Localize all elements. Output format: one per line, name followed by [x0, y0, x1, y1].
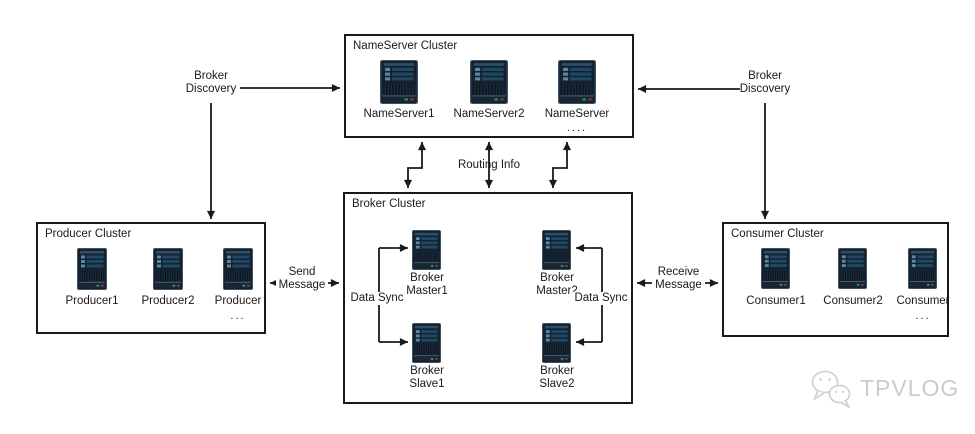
server-icon — [542, 230, 571, 270]
broker-discovery-right-label: Broker Discovery — [725, 70, 805, 96]
consumer-cluster-box: Consumer Cluster Consumer1 Consumer2 Con… — [722, 222, 950, 337]
server-icon — [761, 248, 790, 289]
broker-cluster-box: Broker Cluster Broker Master1 Broker Mas… — [343, 192, 633, 404]
server-icon — [223, 248, 253, 290]
nameserver1-label: NameServer1 — [363, 108, 435, 120]
broker-slave2-label: Broker Slave2 — [520, 365, 594, 391]
broker-cluster-title: Broker Cluster — [352, 198, 426, 210]
routing-info-label: Routing Info — [457, 159, 520, 171]
nameserver-ellipsis: .... — [566, 122, 588, 134]
server-icon — [908, 248, 937, 289]
broker-slave2-line2: Slave2 — [539, 378, 575, 390]
receive-message-line1: Receive — [657, 266, 700, 278]
send-message-label: Send Message — [276, 266, 328, 292]
server-icon — [153, 248, 183, 290]
broker-discovery-left-line1: Broker — [194, 70, 228, 82]
server-icon — [470, 60, 508, 104]
nameserver2-label: NameServer2 — [453, 108, 525, 120]
broker-master2-label: Broker Master2 — [520, 272, 594, 298]
broker-discovery-right-line2: Discovery — [739, 83, 791, 95]
data-sync-right-label: Data Sync — [572, 292, 630, 305]
broker-master2-line1: Broker — [540, 272, 574, 284]
server-icon — [77, 248, 107, 290]
broker-slave2-line1: Broker — [540, 365, 574, 377]
producer-ellipsis: ... — [230, 310, 246, 322]
producer-cluster-box: Producer Cluster Producer1 Producer2 Pro… — [36, 222, 266, 334]
wechat-bubbles-icon — [811, 370, 851, 408]
nameserver-n-label: NameServer — [544, 108, 610, 120]
arrow-routing-info-right — [548, 142, 572, 188]
broker-master1-label: Broker Master1 — [390, 272, 464, 298]
send-message-line1: Send — [288, 266, 316, 278]
server-icon — [558, 60, 596, 104]
receive-message-line2: Message — [655, 279, 702, 291]
consumer-ellipsis: ... — [915, 310, 931, 322]
broker-master1-line2: Master1 — [406, 285, 448, 297]
server-icon — [838, 248, 867, 289]
producer-cluster-title: Producer Cluster — [45, 228, 132, 240]
server-icon — [542, 323, 571, 363]
nameserver-cluster-box: NameServer Cluster NameServer1 NameServe… — [344, 34, 634, 138]
producer1-label: Producer1 — [65, 295, 119, 307]
broker-discovery-right-line1: Broker — [748, 70, 782, 82]
nameserver-cluster-title: NameServer Cluster — [353, 40, 458, 52]
broker-discovery-left-line2: Discovery — [185, 83, 237, 95]
arrow-routing-info-left — [403, 142, 427, 188]
watermark: TPVLOG — [810, 368, 959, 408]
watermark-text: TPVLOG — [860, 374, 960, 401]
producer2-label: Producer2 — [141, 295, 195, 307]
receive-message-label: Receive Message — [652, 266, 705, 292]
consumer-cluster-title: Consumer Cluster — [731, 228, 824, 240]
consumer-n-label: Consumer — [896, 295, 950, 307]
send-message-line2: Message — [278, 279, 326, 291]
consumer1-label: Consumer1 — [746, 295, 806, 307]
producer-n-label: Producer — [214, 295, 262, 307]
broker-discovery-left-label: Broker Discovery — [171, 70, 251, 96]
broker-slave1-line1: Broker — [410, 365, 444, 377]
broker-slave1-line2: Slave1 — [409, 378, 445, 390]
broker-master2-line2: Master2 — [536, 285, 578, 297]
consumer2-label: Consumer2 — [823, 295, 883, 307]
server-icon — [412, 323, 441, 363]
broker-slave1-label: Broker Slave1 — [390, 365, 464, 391]
data-sync-left-label: Data Sync — [348, 292, 406, 305]
server-icon — [412, 230, 441, 270]
broker-master1-line1: Broker — [410, 272, 444, 284]
server-icon — [380, 60, 418, 104]
